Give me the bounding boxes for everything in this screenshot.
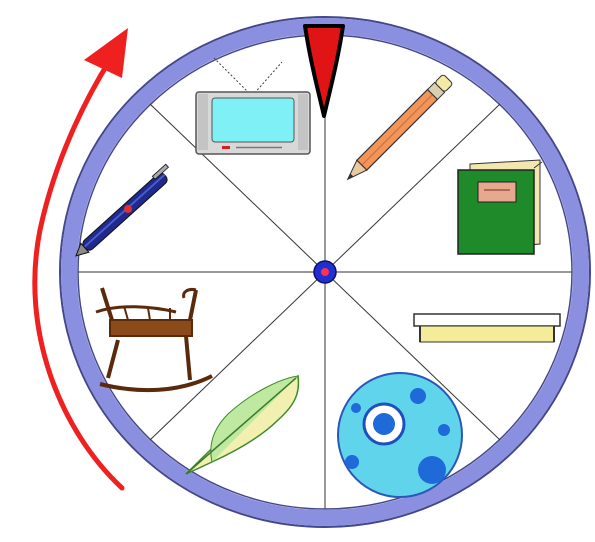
ball-icon — [338, 373, 462, 497]
book-icon — [458, 160, 542, 254]
wheel-hub — [314, 261, 336, 283]
table-icon — [414, 314, 560, 342]
